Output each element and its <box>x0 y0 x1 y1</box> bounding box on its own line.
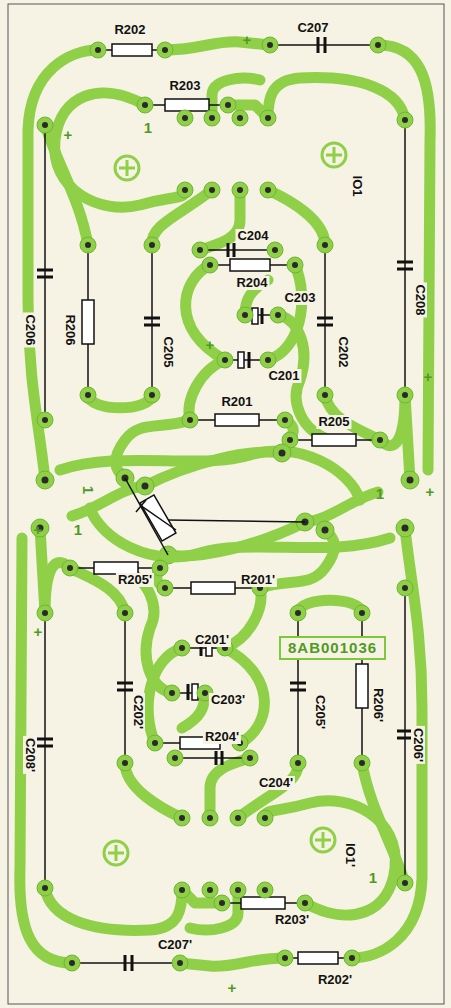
part-label: C207 <box>295 21 330 35</box>
part-label: C203' <box>209 693 247 707</box>
trimmer-symbol <box>125 478 305 555</box>
upper-channel <box>28 37 430 564</box>
part-label: C208' <box>23 736 37 774</box>
part-label: C204' <box>257 776 295 790</box>
polarity-mark: 1 <box>72 523 84 537</box>
polarity-mark: + <box>422 370 435 384</box>
polarity-mark: + <box>241 33 254 47</box>
board-number: 8AB001036 <box>288 639 377 656</box>
part-label: R205' <box>116 573 154 587</box>
part-label: C201 <box>266 369 301 383</box>
part-label: R203 <box>167 79 202 93</box>
part-label: R206' <box>371 686 385 724</box>
part-label: R204' <box>203 730 241 744</box>
part-label: IO1 <box>350 174 364 199</box>
part-label: C206 <box>23 312 37 347</box>
part-label: C204 <box>235 229 270 243</box>
part-label: R203' <box>273 913 311 927</box>
part-label: C202' <box>131 693 145 731</box>
part-label: R205 <box>316 415 351 429</box>
polarity-mark: + <box>62 128 75 142</box>
part-label: C208 <box>413 282 427 317</box>
part-label: R206 <box>63 312 77 347</box>
trimmer-symbol <box>140 505 176 530</box>
trimmer-symbol <box>140 495 176 541</box>
board-outline <box>8 4 444 1004</box>
polarity-mark: 1 <box>81 484 95 496</box>
part-label: R202 <box>112 23 147 37</box>
part-label: C206' <box>411 726 425 764</box>
polarity-mark: + <box>204 338 217 352</box>
trimmer-symbol <box>168 520 305 522</box>
polarity-mark: + <box>226 981 239 995</box>
part-label: C201' <box>193 633 231 647</box>
part-label: C207' <box>156 938 194 952</box>
polarity-mark: + <box>424 485 437 499</box>
trimmer-symbol <box>136 500 146 512</box>
polarity-mark: 1 <box>142 121 154 135</box>
board-number-box: 8AB001036 <box>279 636 386 660</box>
part-label: IO1' <box>343 841 357 869</box>
polarity-mark: 1 <box>367 871 379 885</box>
lower-channel <box>20 444 422 971</box>
part-label: C202 <box>336 334 350 369</box>
part-label: R204 <box>234 276 269 290</box>
polarity-mark: 1 <box>374 487 386 501</box>
part-label: C203 <box>282 291 317 305</box>
polarity-mark: + <box>32 625 45 639</box>
polarity-mark: + <box>32 523 45 537</box>
part-label: R201 <box>219 395 254 409</box>
part-label: R202' <box>316 973 354 987</box>
part-label: C205 <box>161 334 175 369</box>
part-label: R201' <box>239 573 277 587</box>
part-label: C205' <box>313 693 327 731</box>
